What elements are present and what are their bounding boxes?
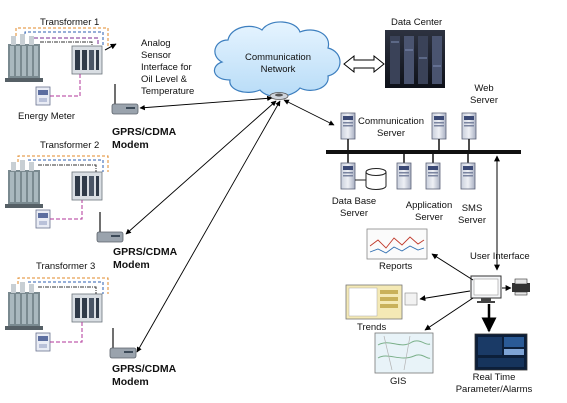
transformer-3-icon <box>5 282 43 330</box>
printer-icon <box>512 278 530 296</box>
gis-map-screen <box>374 332 434 374</box>
user-interface-label: User Interface <box>470 251 530 262</box>
modem-3-icon <box>109 327 137 359</box>
transformer-3-meter-icon <box>35 332 51 352</box>
realtime-alarm-screen <box>474 333 528 371</box>
trends-small-widget <box>404 292 418 306</box>
transformer-2-controller-icon <box>71 171 103 201</box>
database-cylinder-icon <box>355 168 387 190</box>
transformer-1-group <box>5 27 139 115</box>
transformer-3-group <box>5 277 137 359</box>
sms-server-icon <box>460 162 476 190</box>
data-center-image <box>385 30 445 88</box>
modem-1-icon <box>111 83 139 115</box>
transformer-3-controller-icon <box>71 293 103 323</box>
transformer-3-label: Transformer 3 <box>36 261 96 272</box>
communication-network-cloud <box>213 21 341 100</box>
transformer-1-controller-icon <box>71 45 103 75</box>
transformer-1-icon <box>5 34 43 82</box>
energy-meter-label: Energy Meter <box>18 111 76 122</box>
reports-screen <box>366 228 428 260</box>
trends-label: Trends <box>357 322 387 333</box>
web-server-icon <box>461 112 477 140</box>
transformer-2-group <box>5 155 124 243</box>
communication-server-icon-2 <box>431 112 447 140</box>
transformer-2-icon <box>5 160 43 208</box>
communication-server-icon-1 <box>340 112 356 140</box>
application-server-icon-2 <box>425 162 441 190</box>
database-server-icon <box>340 162 356 190</box>
trends-screen <box>345 284 403 320</box>
transformer-2-meter-icon <box>35 209 51 229</box>
reports-label: Reports <box>379 261 413 272</box>
gis-label: GIS <box>390 376 407 387</box>
modem-network-links <box>125 95 335 353</box>
transformer-2-label: Transformer 2 <box>40 140 100 151</box>
application-server-icon-1 <box>396 162 412 190</box>
transformer-1-label: Transformer 1 <box>40 17 100 28</box>
user-interface-links <box>419 253 497 333</box>
network-bus <box>326 150 521 154</box>
server-cluster <box>326 112 521 190</box>
energy-meter-icon <box>35 86 51 106</box>
user-interface-computer-icon <box>470 275 502 303</box>
cloud-datacenter-link <box>343 54 385 74</box>
modem-2-icon <box>96 211 124 243</box>
data-center-label: Data Center <box>391 17 443 28</box>
